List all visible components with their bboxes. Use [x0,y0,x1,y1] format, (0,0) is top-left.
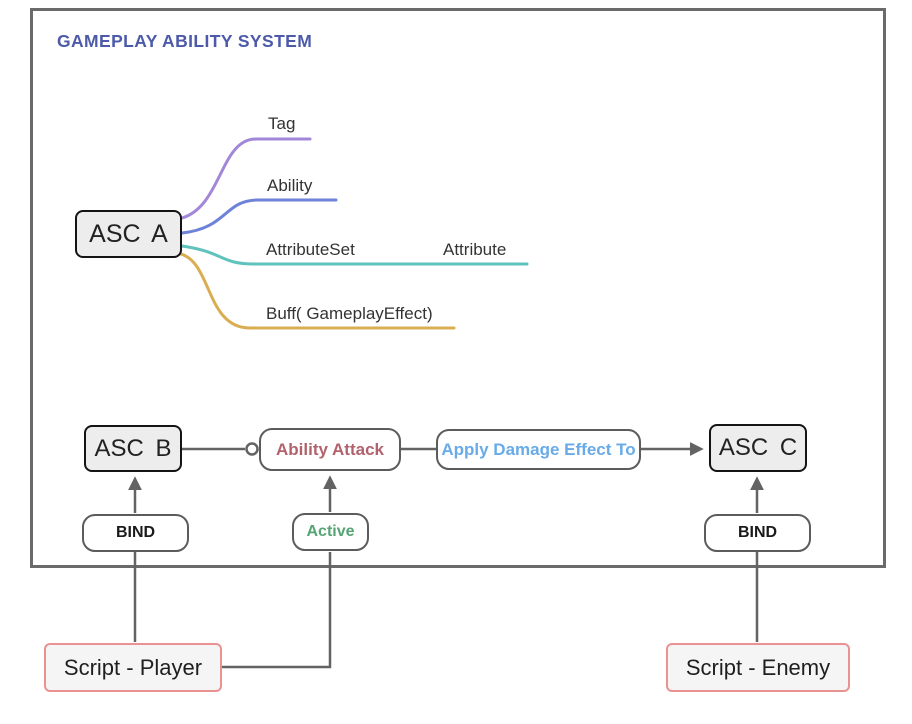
branch-label-attributeset: AttributeSet [266,240,355,259]
branch-label-buff-gameplayeffect: Buff( GameplayEffect) [266,304,433,323]
node-ability-attack: Ability Attack [259,428,401,471]
node-bind-right: BIND [704,514,811,552]
branch-label-ability: Ability [267,176,313,195]
player-to-active-line [222,552,332,669]
node-asc-c: ASC C [709,424,807,472]
node-active: Active [292,513,369,551]
system-frame [30,8,886,568]
node-asc-b: ASC B [84,425,182,472]
node-script-enemy: Script - Enemy [666,643,850,692]
node-script-player: Script - Player [44,643,222,692]
node-asc-a: ASC A [75,210,182,258]
node-apply-damage-effect: Apply Damage Effect To [436,429,641,470]
branch-label-tag: Tag [268,114,296,133]
branch-label-attribute: Attribute [443,240,507,259]
diagram-title: GAMEPLAY ABILITY SYSTEM [57,31,313,51]
node-bind-left: BIND [82,514,189,552]
